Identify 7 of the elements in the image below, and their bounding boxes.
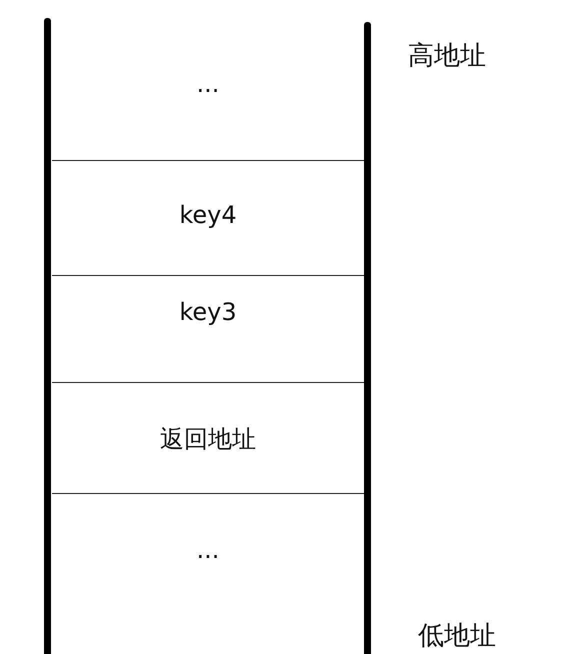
cell-text: 返回地址 [159, 424, 257, 455]
address-label: 高地址 [408, 40, 486, 73]
cell-text: key4 [178, 201, 238, 229]
cell-text: ... [196, 536, 220, 564]
cell-text: ... [196, 70, 220, 98]
cell-text: key3 [178, 298, 238, 326]
address-label: 低地址 [418, 620, 496, 653]
